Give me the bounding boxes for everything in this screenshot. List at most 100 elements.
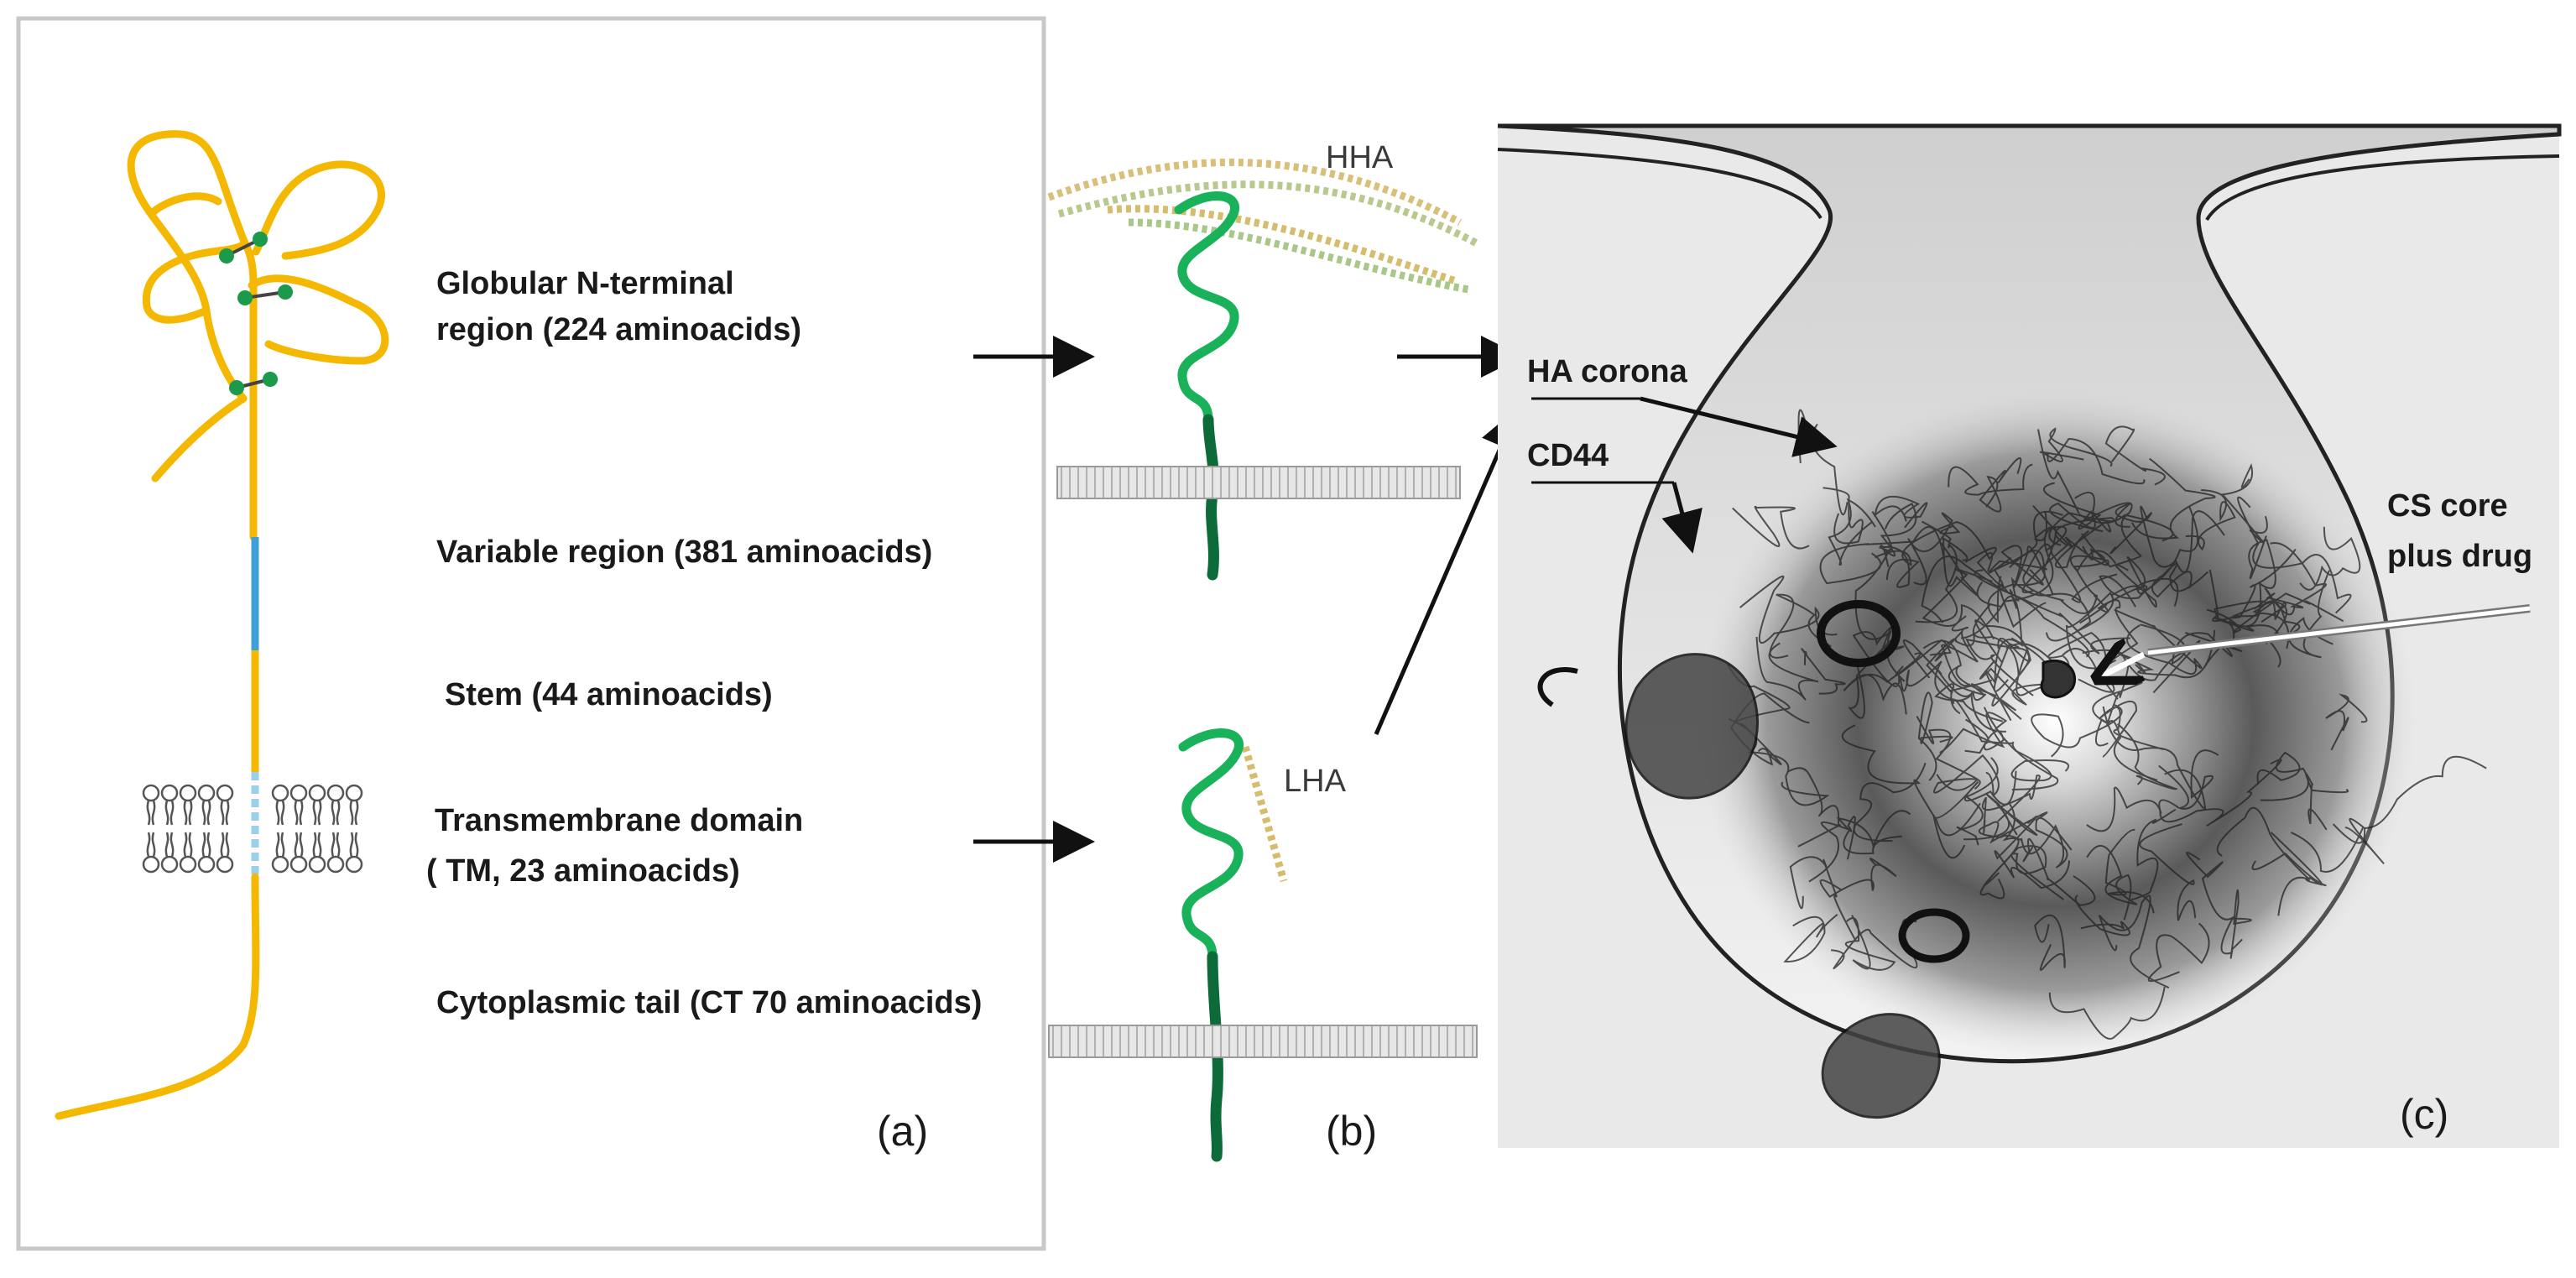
corona-strand xyxy=(2288,570,2334,659)
lha-strand xyxy=(1241,745,1288,883)
corona-strand xyxy=(2147,922,2210,983)
corona-strand xyxy=(2332,755,2487,844)
corona-strand xyxy=(1922,639,2022,720)
corona-strand xyxy=(2253,542,2327,610)
corona-strand xyxy=(1921,556,2018,623)
corona-strand xyxy=(2054,491,2111,569)
cs-core-drug xyxy=(2040,659,2076,699)
corona-strand xyxy=(2237,496,2352,614)
corona-strand xyxy=(1915,520,1958,623)
corona-strand xyxy=(1988,510,2063,574)
corona-strand xyxy=(1844,915,1896,971)
cs-core-leader xyxy=(2147,606,2531,655)
corona-strand xyxy=(1899,660,2004,722)
membrane-upper xyxy=(1056,466,1461,499)
corona-strand xyxy=(2208,569,2266,623)
corona-strand xyxy=(2022,543,2118,603)
label-hha: HHA xyxy=(1326,140,1394,175)
nanoparticle-corona xyxy=(1695,386,2417,1057)
hha-strands xyxy=(1047,159,1479,294)
corona-strand xyxy=(1939,712,2008,754)
corona-strand xyxy=(2022,838,2096,906)
corona-strand xyxy=(2104,425,2166,486)
cd44-receptor-left xyxy=(1537,600,1901,800)
corona-strand xyxy=(1843,652,1922,715)
corona-strand xyxy=(2031,704,2123,758)
corona-strand xyxy=(2158,749,2219,810)
corona-strand xyxy=(1739,575,1838,644)
corona-strand xyxy=(2261,587,2296,623)
disulfide-bridges xyxy=(219,232,293,395)
corona-strand xyxy=(1801,648,1846,695)
corona-strand xyxy=(1999,583,2090,658)
ha-corona-strands xyxy=(1727,409,2487,1040)
cd44-receptor-bottom xyxy=(1821,908,1970,1119)
label-cs-core-line2: plus drug xyxy=(2387,539,2532,574)
corona-strand xyxy=(2092,681,2143,747)
corona-strand xyxy=(1972,604,2054,679)
corona-strand xyxy=(2098,895,2170,989)
panel-c-letter: (c) xyxy=(2400,1091,2448,1138)
corona-strand xyxy=(1874,495,1928,529)
corona-strand xyxy=(1983,707,2070,782)
corona-strand xyxy=(1874,521,1997,566)
corona-strand xyxy=(2229,889,2252,959)
corona-strand xyxy=(1976,581,2023,722)
corona-strand xyxy=(1755,636,1819,701)
corona-strand xyxy=(2104,828,2155,914)
arrow-cs-core xyxy=(2098,655,2146,678)
corona-strand xyxy=(2230,548,2297,645)
arrow-cd44 xyxy=(1661,482,1703,554)
corona-strand xyxy=(2305,773,2349,831)
label-globular-line1: Globular N-terminal xyxy=(436,266,734,301)
corona-strand xyxy=(2139,823,2197,921)
corona-strand xyxy=(1952,698,2059,790)
cell-inner-edge-left xyxy=(1497,148,1822,220)
lipid-bilayer xyxy=(142,784,363,874)
cytoplasmic-tail-segment xyxy=(55,873,260,1120)
corona-strand xyxy=(1960,525,2068,639)
corona-strand xyxy=(1933,754,2000,797)
panel-a-letter: (a) xyxy=(877,1108,928,1155)
corona-strand xyxy=(2039,437,2146,485)
corona-strand xyxy=(1732,505,1810,550)
corona-strand xyxy=(1948,463,2033,496)
corona-strand xyxy=(2000,545,2054,595)
panel-a-frame xyxy=(16,16,1046,1251)
corona-strand xyxy=(2186,852,2235,955)
label-cytoplasmic-tail: Cytoplasmic tail (CT 70 aminoacids) xyxy=(436,985,982,1020)
corona-strand xyxy=(1836,810,1911,860)
label-globular-line2: region (224 aminoacids) xyxy=(436,312,801,347)
corona-strand xyxy=(1922,568,1995,640)
corona-strand xyxy=(1994,816,2070,889)
corona-strand xyxy=(1941,615,1979,687)
corona-strand xyxy=(2290,817,2385,873)
cd44-lower xyxy=(1178,728,1244,1162)
corona-strand xyxy=(2130,457,2216,540)
corona-strand xyxy=(1978,811,2048,844)
corona-strand xyxy=(1934,683,1987,715)
corona-strand xyxy=(1853,762,1927,842)
corona-strand xyxy=(2037,429,2174,542)
corona-strand xyxy=(1828,498,1876,566)
corona-strand xyxy=(2151,562,2208,598)
corona-strand xyxy=(2299,526,2361,591)
corona-strand xyxy=(2325,693,2368,751)
corona-strand xyxy=(1979,457,2022,513)
label-cd44: CD44 xyxy=(1527,438,1609,473)
corona-strand xyxy=(1932,770,2017,859)
label-variable-region: Variable region (381 aminoacids) xyxy=(436,535,932,570)
corona-strand xyxy=(1822,487,1864,545)
cd44-upper xyxy=(1174,191,1239,581)
label-lha: LHA xyxy=(1284,764,1347,799)
corona-strand xyxy=(1819,858,1897,898)
panel-a: Globular N-terminal region (224 aminoaci… xyxy=(16,16,1046,1251)
corona-strand xyxy=(1917,691,1953,781)
corona-strand xyxy=(1964,718,2005,754)
corona-strand xyxy=(2251,832,2327,887)
corona-strand xyxy=(1783,914,1838,962)
label-tm-line2: ( TM, 23 aminoacids) xyxy=(426,853,740,889)
corona-strand xyxy=(1841,724,1981,837)
